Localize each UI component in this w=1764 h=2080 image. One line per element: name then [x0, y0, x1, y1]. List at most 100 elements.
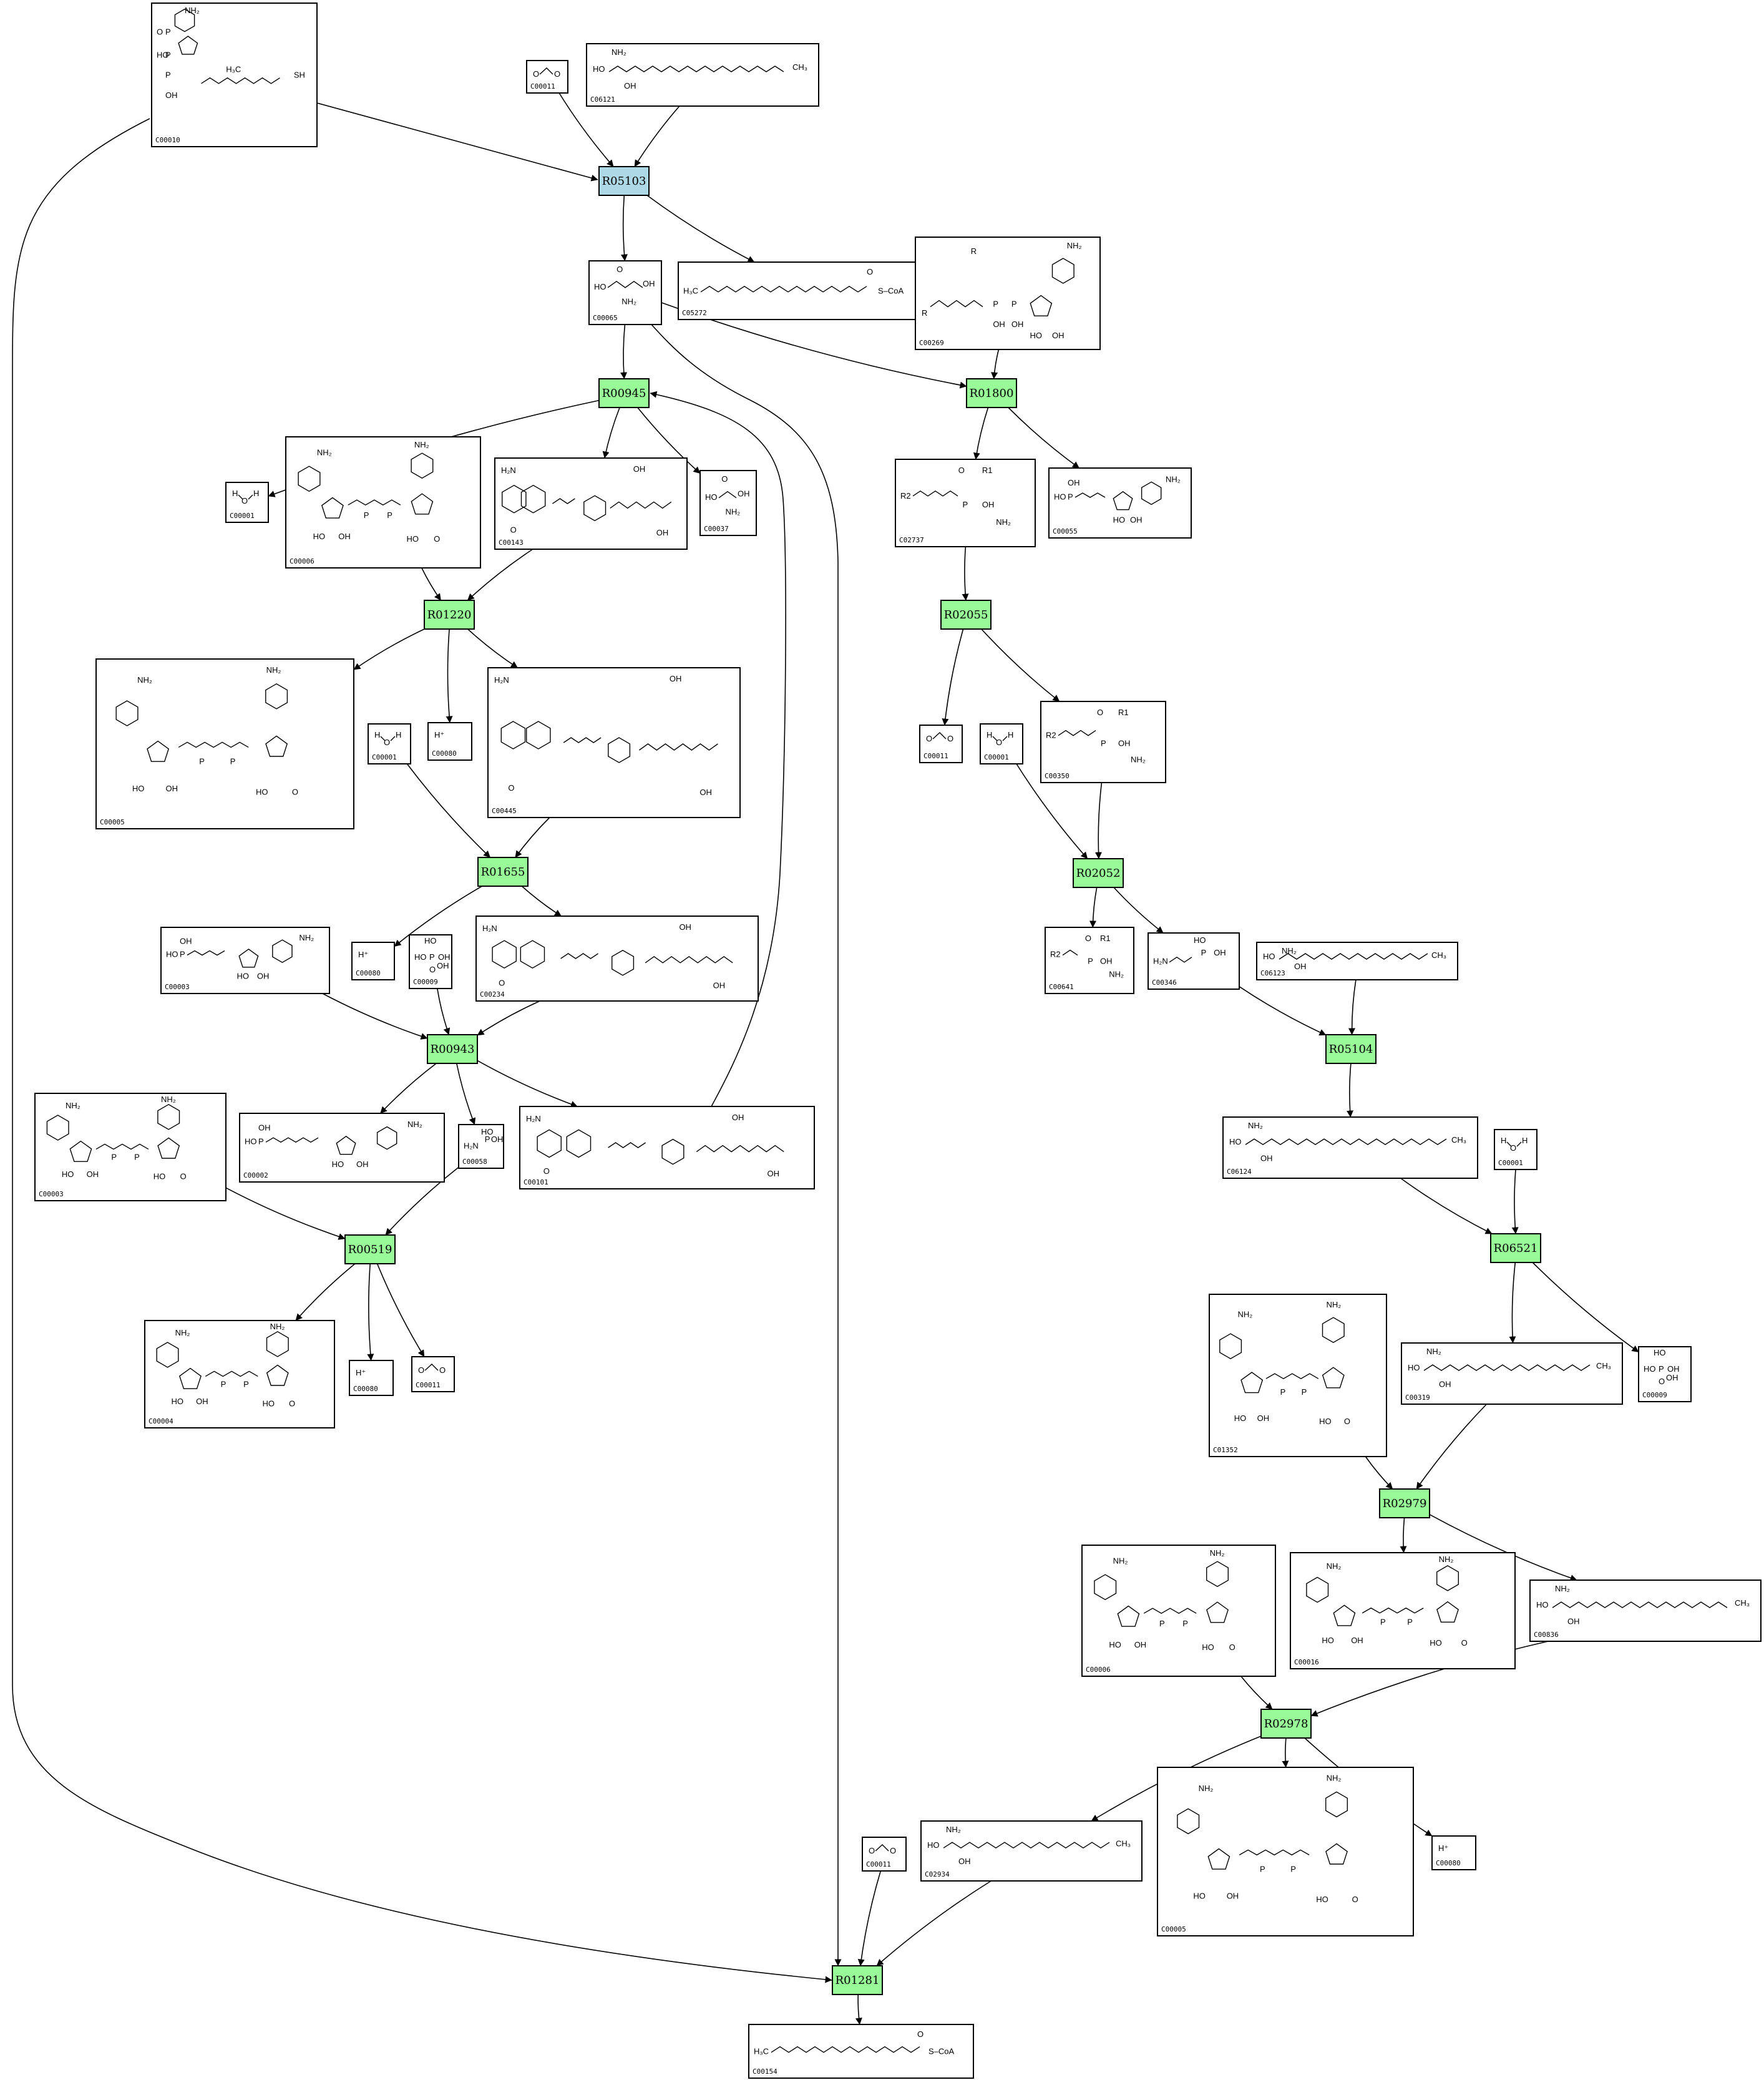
compound-c00080-d[interactable]: H⁺C00080: [1431, 1835, 1476, 1870]
reaction-r02055[interactable]: R02055: [940, 600, 992, 630]
hydroxyl-group: HO: [1322, 1636, 1334, 1645]
glycerol-backbone: [930, 300, 983, 308]
reaction-r00943[interactable]: R00943: [427, 1034, 478, 1064]
reaction-r05104[interactable]: R05104: [1325, 1034, 1377, 1064]
reaction-r05103[interactable]: R05103: [598, 166, 650, 196]
reaction-r00519[interactable]: R00519: [344, 1234, 396, 1264]
fatty-acyl-chain: [700, 286, 867, 293]
benzoyl-ring: [608, 737, 631, 763]
edge-r01655-to-c00080_b: [394, 886, 482, 947]
cytosine-ring: [1051, 258, 1074, 284]
amino-group: NH₂: [726, 507, 741, 517]
reaction-id-label: R01655: [481, 866, 525, 879]
hydroxyl-group: HO: [1193, 1892, 1206, 1901]
compound-c00080-b[interactable]: H⁺C00080: [351, 942, 395, 980]
hydroxyl-group: OH: [738, 489, 750, 499]
compound-c00080-c[interactable]: H⁺C00080: [349, 1360, 394, 1396]
reaction-r01800[interactable]: R01800: [966, 378, 1017, 408]
hydroxyl-group: OH: [633, 464, 646, 474]
base-ring: [272, 939, 293, 964]
edge-r01220-to-c00080_a: [446, 628, 453, 723]
phosphorus-atom: P: [1011, 300, 1017, 309]
hydroxyl-group: OH: [767, 1169, 779, 1178]
compound-id-label: C00009: [413, 978, 438, 986]
adenine-ring: [157, 1103, 180, 1130]
pyrazine-ring: [520, 484, 546, 514]
reaction-r01281[interactable]: R01281: [832, 1965, 883, 1995]
amino-group: NH₂: [1439, 1555, 1454, 1564]
compound-c00080-a[interactable]: H⁺C00080: [427, 722, 472, 761]
hydroxyl-group: OH: [356, 1160, 369, 1169]
hydroxyl-group: OH: [732, 1113, 744, 1122]
reaction-r01655[interactable]: R01655: [477, 857, 529, 887]
edge-r01220-to-c00445: [467, 628, 518, 668]
reaction-r01220[interactable]: R01220: [424, 600, 475, 630]
edge-r00943-to-c00058: [456, 1063, 476, 1125]
reaction-r02979[interactable]: R02979: [1379, 1488, 1430, 1518]
amino-group: NH₂: [612, 47, 626, 57]
structure-sketch: H⁺: [358, 950, 368, 959]
proton-symbol: H⁺: [358, 950, 368, 959]
structure-sketch: HOH: [987, 730, 1013, 747]
hydroxyl-group: OH: [1667, 1364, 1680, 1374]
reaction-r02978[interactable]: R02978: [1260, 1709, 1312, 1739]
reaction-r02052[interactable]: R02052: [1073, 858, 1124, 888]
edge-r00943-to-c00002: [380, 1063, 437, 1114]
reaction-r00945[interactable]: R00945: [598, 378, 650, 408]
reaction-r06521[interactable]: R06521: [1490, 1233, 1541, 1263]
hydroxyl-group: OH: [438, 952, 451, 962]
ribose-ring: [321, 497, 344, 519]
compound-id-label: C00269: [919, 339, 944, 347]
compound-id-label: C00006: [1086, 1666, 1111, 1674]
compound-box: [678, 261, 923, 320]
